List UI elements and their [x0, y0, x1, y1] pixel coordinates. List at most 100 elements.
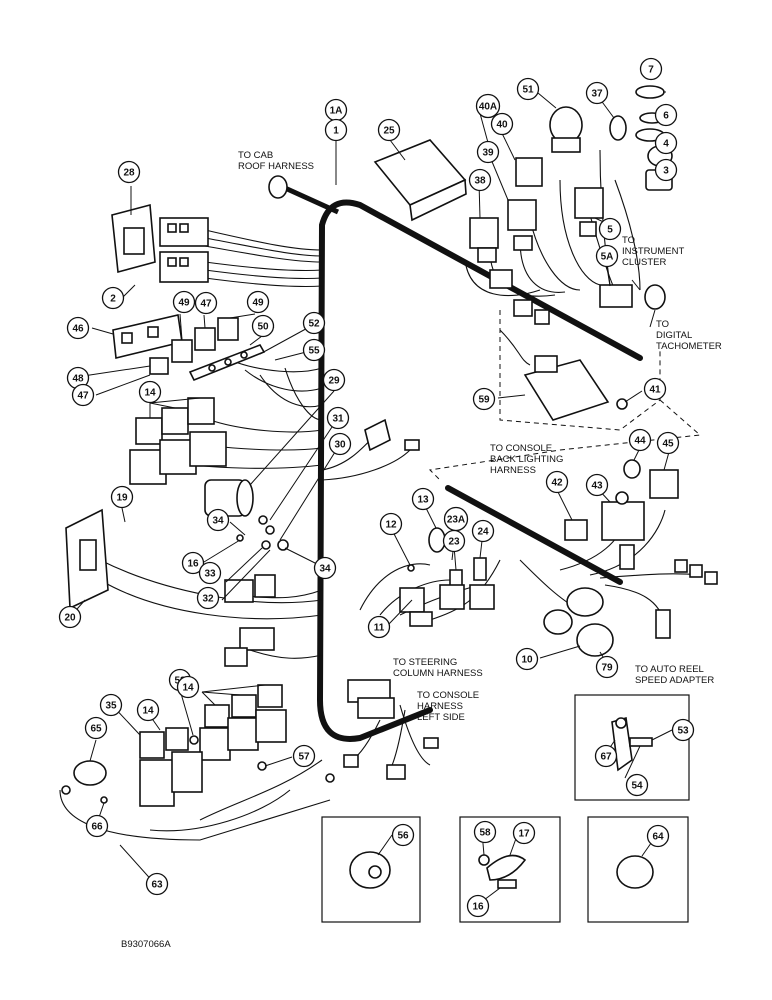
callout-number: 6 — [663, 111, 669, 122]
callout-number: 17 — [518, 829, 530, 840]
detail-box-17 — [459, 816, 561, 923]
callout-49: 49 — [246, 290, 270, 314]
callout-number: 52 — [308, 319, 320, 330]
main-harness — [268, 175, 666, 742]
callout-4: 4 — [654, 131, 678, 155]
callout-number: 25 — [383, 126, 395, 137]
callout-number: 3 — [663, 166, 669, 177]
callout-53: 53 — [671, 718, 695, 742]
callout-6: 6 — [654, 103, 678, 127]
callout-3: 3 — [654, 158, 678, 182]
callout-number: 44 — [634, 436, 646, 447]
dashed-line-console-group — [428, 399, 702, 481]
callout-5: 5 — [598, 217, 622, 241]
callout-19: 19 — [110, 485, 134, 509]
main-harness-trunk — [316, 199, 643, 742]
callout-number: 55 — [308, 346, 320, 357]
callout-48: 48 — [66, 366, 90, 390]
callout-number: 46 — [72, 324, 84, 335]
console-harness-trunk — [445, 485, 623, 585]
callout-number: 4 — [663, 139, 669, 150]
callout-23A: 23A — [443, 506, 469, 532]
callout-number: 2 — [110, 294, 116, 305]
part-console-left-connectors — [343, 679, 439, 780]
callout-number: 65 — [90, 724, 102, 735]
callout-number: 57 — [298, 752, 310, 763]
callout-35: 35 — [99, 693, 123, 717]
part-knob-44 — [623, 459, 641, 479]
callout-number: 38 — [474, 176, 486, 187]
callout-66: 66 — [85, 814, 109, 838]
callout-37: 37 — [585, 81, 609, 105]
callout-number: 50 — [257, 322, 269, 333]
callout-number: 11 — [374, 623, 385, 634]
callout-10: 10 — [515, 647, 539, 671]
callout-42: 42 — [545, 470, 569, 494]
callout-number: 63 — [151, 880, 163, 891]
callout-40A: 40A — [475, 93, 501, 119]
callout-63: 63 — [145, 872, 169, 896]
callout-number: 16 — [187, 559, 199, 570]
callout-33: 33 — [198, 561, 222, 585]
wire-bundles — [59, 149, 701, 841]
callout-14: 14 — [176, 675, 200, 699]
detail-box-56 — [321, 816, 421, 923]
part-instrument-connector — [489, 269, 633, 325]
part-screw-57 — [257, 761, 335, 783]
callout-55: 55 — [302, 338, 326, 362]
callout-39: 39 — [476, 140, 500, 164]
tachometer-connector — [644, 284, 666, 310]
callout-14: 14 — [138, 380, 162, 404]
callout-17: 17 — [512, 821, 536, 845]
callout-number: 30 — [334, 440, 346, 451]
callout-number: 34 — [212, 516, 224, 527]
callout-number: 48 — [72, 374, 84, 385]
callout-25: 25 — [377, 118, 401, 142]
callout-56: 56 — [391, 823, 415, 847]
callout-number: 79 — [601, 663, 613, 674]
components — [61, 85, 718, 807]
callout-number: 35 — [105, 701, 117, 712]
callout-number: 49 — [252, 298, 264, 309]
callout-16: 16 — [181, 551, 205, 575]
callout-number: 47 — [77, 391, 89, 402]
part-connector-blocks — [159, 217, 209, 283]
part-rocker-switches — [469, 157, 604, 263]
callout-45: 45 — [656, 431, 680, 455]
callout-number: 39 — [482, 148, 494, 159]
callout-number: 33 — [204, 569, 216, 580]
callout-number: 28 — [123, 168, 135, 179]
callout-28: 28 — [117, 160, 141, 184]
callout-number: 49 — [178, 298, 190, 309]
part-box-43 — [601, 491, 645, 541]
callout-number: 24 — [477, 527, 489, 538]
callout-number: 40 — [496, 120, 508, 131]
callout-number: 56 — [397, 831, 409, 842]
callout-number: 19 — [116, 493, 128, 504]
part-grommet-65 — [61, 760, 108, 804]
detail-box-64 — [587, 816, 689, 923]
callout-number: 14 — [142, 706, 154, 717]
callout-38: 38 — [468, 168, 492, 192]
part-module-59 — [523, 355, 610, 421]
callout-number: 43 — [591, 481, 603, 492]
part-switch-block-25 — [373, 139, 467, 222]
callout-29: 29 — [322, 368, 346, 392]
callout-number: 1A — [330, 106, 343, 117]
callout-41: 41 — [643, 377, 667, 401]
callout-47: 47 — [194, 291, 218, 315]
callout-16: 16 — [466, 894, 490, 918]
part-relays-35 — [139, 727, 203, 807]
roof-harness-connector — [268, 175, 288, 199]
callout-49: 49 — [172, 290, 196, 314]
callout-12: 12 — [379, 512, 403, 536]
callout-43: 43 — [585, 473, 609, 497]
callout-14: 14 — [136, 698, 160, 722]
